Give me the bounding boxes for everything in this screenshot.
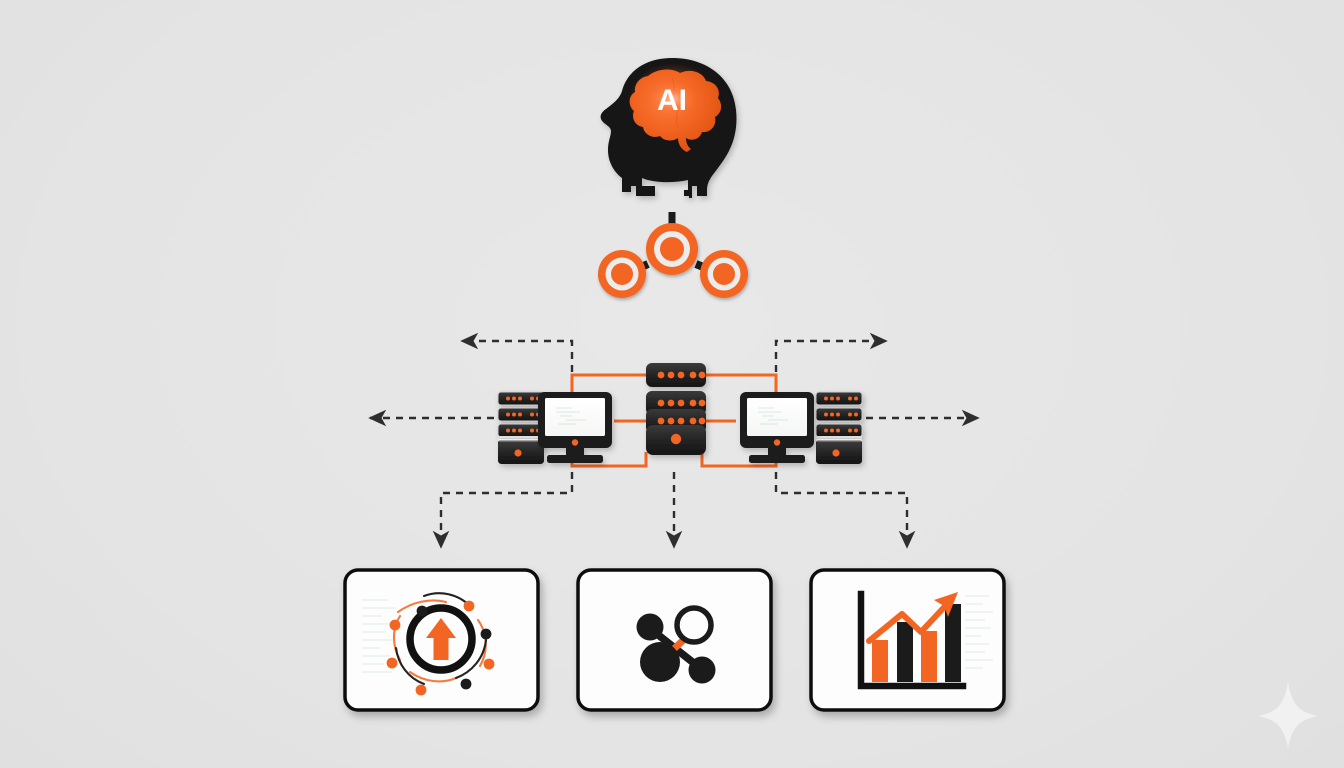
left-monitor-led [571, 439, 579, 446]
right-monitor-led [773, 439, 781, 446]
bar-3 [921, 631, 937, 682]
node-graph-icon [636, 605, 716, 684]
screen-texture [758, 407, 788, 425]
ai-label: AI [657, 84, 687, 117]
node-top-left [636, 613, 664, 641]
ai-brain-head-icon: AI [600, 58, 737, 198]
node-top-right [674, 605, 714, 645]
growth-bar-chart-icon [857, 590, 967, 690]
node-bottom-right [688, 656, 716, 684]
trend-arrow-head [934, 592, 958, 617]
bar-2 [897, 622, 913, 682]
upward-arrow [426, 618, 456, 660]
connector-up-right [774, 332, 888, 372]
network-nodes-icon [598, 212, 748, 298]
right-server-rack [815, 391, 863, 464]
network-node-top [646, 223, 698, 275]
orbit-upward-arrow-icon [386, 592, 495, 696]
card-texture [965, 595, 993, 669]
connectors-up [460, 332, 888, 372]
bar-1 [872, 640, 888, 682]
connector-down-left [432, 472, 574, 549]
connector-up-left [460, 332, 574, 372]
card-automation[interactable] [343, 568, 540, 712]
link-top-left [570, 373, 646, 396]
network-node-left [598, 250, 646, 298]
bar-4 [945, 604, 961, 682]
card-analytics[interactable] [809, 568, 1006, 712]
screen-texture [556, 407, 586, 425]
node-bottom-left [640, 642, 680, 682]
right-monitor [740, 392, 814, 463]
center-server-stack [646, 363, 706, 455]
left-server-rack [497, 391, 545, 464]
link-top-right [702, 373, 778, 396]
connectors-down [432, 472, 916, 549]
network-node-right [700, 250, 748, 298]
sparkle-icon [1258, 682, 1318, 748]
card-texture [362, 599, 396, 673]
card-network[interactable] [576, 568, 773, 712]
left-monitor [538, 392, 612, 463]
connector-down-right [774, 472, 916, 549]
